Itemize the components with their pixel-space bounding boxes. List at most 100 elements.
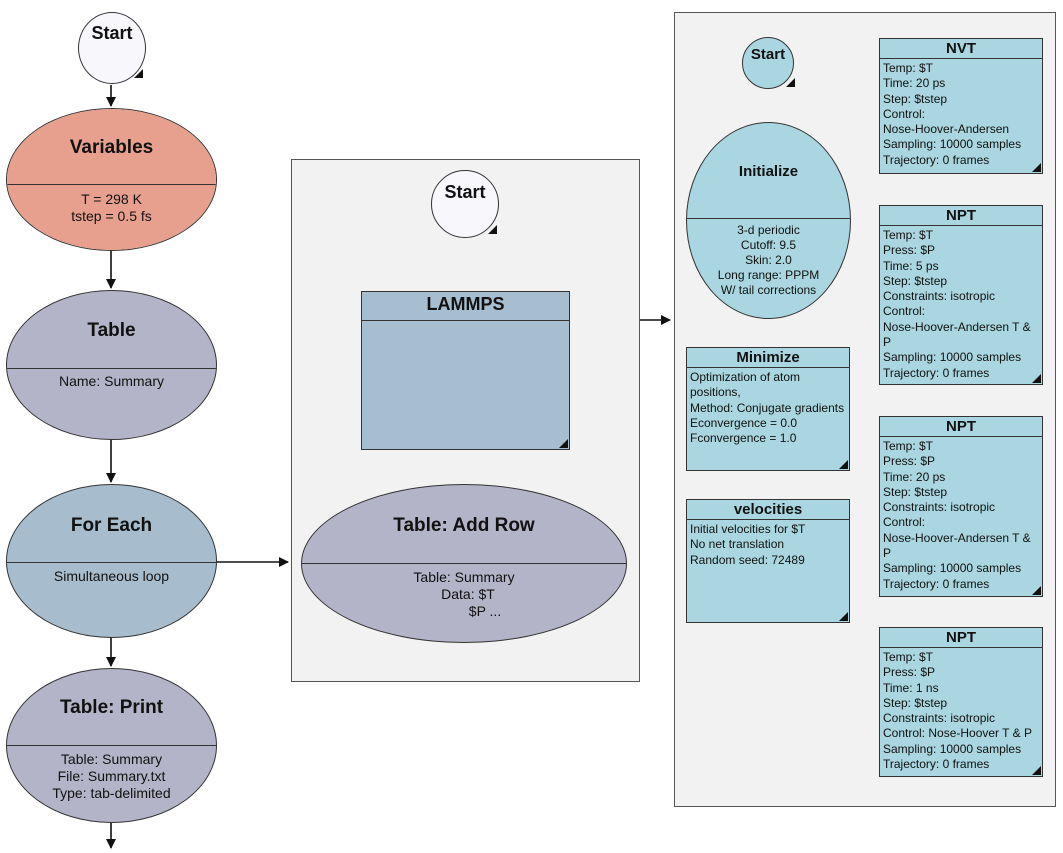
npt-line: Trajectory: 0 frames	[883, 576, 990, 591]
nvt-line: Sampling: 10000 samples	[883, 137, 1022, 152]
npt-line: Sampling: 10000 samples	[883, 741, 1022, 756]
lammps-title: LAMMPS	[362, 292, 569, 321]
minimize-line: Method: Conjugate gradients	[690, 400, 845, 415]
table-print-line: File: Summary.txt	[57, 768, 166, 784]
table-print-line: Type: tab-delimited	[52, 785, 171, 801]
variables-line: T = 298 K	[81, 191, 142, 207]
npt-line: Temp: $T	[883, 228, 934, 242]
npt-line: Step: $tstep	[883, 484, 948, 499]
velocities-line: No net translation	[690, 537, 785, 552]
npt-line: Control:	[883, 515, 926, 530]
variables-node[interactable]: Variables T = 298 K tstep = 0.5 fs	[6, 108, 217, 251]
table-line: Name: Summary	[58, 373, 165, 389]
add-row-body: Table: Summary Data: $T $P ...	[302, 569, 626, 620]
table-body: Name: Summary	[7, 373, 216, 390]
variables-line: tstep = 0.5 fs	[71, 208, 152, 224]
npt-line: Step: $tstep	[883, 695, 948, 710]
variables-divider	[7, 184, 216, 185]
initialize-line: W/ tail corrections	[720, 283, 817, 297]
npt-title: NPT	[880, 206, 1042, 226]
npt-line: Sampling: 10000 samples	[883, 561, 1022, 576]
npt-line: Nose-Hoover-Andersen T & P	[883, 530, 1031, 561]
npt-line: Time: 20 ps	[883, 469, 946, 484]
initialize-node[interactable]: Initialize 3-d periodic Cutoff: 9.5 Skin…	[686, 122, 851, 319]
minimize-line: Econvergence = 0.0	[690, 415, 798, 430]
initialize-line: 3-d periodic	[737, 223, 800, 237]
npt-line: Trajectory: 0 frames	[883, 365, 990, 380]
variables-body: T = 298 K tstep = 0.5 fs	[7, 191, 216, 225]
for-each-body: Simultaneous loop	[7, 568, 216, 585]
variables-fill	[7, 109, 216, 250]
add-row-title: Table: Add Row	[393, 515, 535, 536]
table-node[interactable]: Table Name: Summary	[6, 290, 217, 440]
npt-line: Constraints: isotropic	[883, 289, 996, 304]
npt-line: Sampling: 10000 samples	[883, 350, 1022, 365]
velocities-title: velocities	[687, 500, 849, 520]
initialize-line: Cutoff: 9.5	[740, 238, 797, 252]
loop-start-node[interactable]: Start	[431, 170, 499, 238]
nvt-line: Nose-Hoover-Andersen	[883, 122, 1010, 137]
npt-line: Press: $P	[883, 454, 936, 469]
npt-line: Step: $tstep	[883, 273, 948, 288]
npt-line: Time: 1 ns	[883, 680, 939, 695]
npt-line: Control:	[883, 304, 926, 319]
corner-triangle-icon	[1032, 163, 1041, 172]
corner-triangle-icon	[1032, 586, 1041, 595]
for-each-line: Simultaneous loop	[53, 568, 170, 584]
nvt-line: Control:	[883, 106, 926, 121]
minimize-line: Fconvergence = 1.0	[690, 431, 797, 446]
corner-triangle-icon	[786, 78, 795, 87]
npt-line: Temp: $T	[883, 650, 934, 664]
npt-line: Press: $P	[883, 665, 936, 680]
minimize-node[interactable]: Minimize Optimization of atom positions,…	[686, 347, 850, 471]
start-node[interactable]: Start	[78, 12, 146, 84]
nvt-line: Step: $tstep	[883, 91, 948, 106]
velocities-node[interactable]: velocities Initial velocities for $T No …	[686, 499, 850, 623]
for-each-title: For Each	[70, 515, 153, 536]
initialize-line: Long range: PPPM	[717, 268, 820, 282]
lammps-node[interactable]: LAMMPS	[361, 291, 570, 450]
corner-triangle-icon	[559, 439, 568, 448]
npt-line: Press: $P	[883, 243, 936, 258]
nvt-title: NVT	[880, 39, 1042, 59]
npt-line: Control: Nose-Hoover T & P	[883, 726, 1032, 741]
velocities-body: Initial velocities for $T No net transla…	[687, 520, 849, 570]
corner-triangle-icon	[839, 612, 848, 621]
corner-triangle-icon	[1032, 374, 1041, 383]
add-row-line: Data: $T	[441, 586, 495, 602]
lammps-start-label: Start	[750, 46, 786, 63]
add-row-divider	[302, 563, 626, 564]
minimize-title: Minimize	[687, 348, 849, 368]
npt-title: NPT	[880, 417, 1042, 437]
npt-line: Constraints: isotropic	[883, 500, 996, 515]
nvt-line: Time: 20 ps	[883, 76, 946, 91]
start-label: Start	[91, 23, 133, 43]
initialize-title: Initialize	[738, 163, 799, 180]
table-print-line: Table: Summary	[60, 751, 163, 767]
lammps-start-node[interactable]: Start	[742, 37, 795, 89]
initialize-body: 3-d periodic Cutoff: 9.5 Skin: 2.0 Long …	[687, 223, 850, 298]
table-print-body: Table: Summary File: Summary.txt Type: t…	[7, 751, 216, 802]
for-each-divider	[7, 562, 216, 563]
npt-node-1[interactable]: NPT Temp: $T Press: $P Time: 5 ps Step: …	[879, 205, 1043, 385]
minimize-body: Optimization of atom positions, Method: …	[687, 368, 849, 448]
nvt-node[interactable]: NVT Temp: $T Time: 20 ps Step: $tstep Co…	[879, 38, 1043, 174]
npt-line: Time: 5 ps	[883, 258, 939, 273]
table-divider	[7, 368, 216, 369]
table-title: Table	[87, 320, 136, 341]
nvt-line: Temp: $T	[883, 61, 934, 75]
npt-title: NPT	[880, 628, 1042, 648]
add-row-line: Table: Summary	[413, 569, 515, 585]
add-row-node[interactable]: Table: Add Row Table: Summary Data: $T $…	[301, 484, 627, 643]
add-row-line: $P ...	[468, 603, 502, 619]
for-each-node[interactable]: For Each Simultaneous loop	[6, 484, 217, 638]
velocities-line: Initial velocities for $T	[690, 522, 806, 536]
table-print-divider	[7, 745, 216, 746]
npt-node-3[interactable]: NPT Temp: $T Press: $P Time: 1 ns Step: …	[879, 627, 1043, 777]
npt-body: Temp: $T Press: $P Time: 20 ps Step: $ts…	[880, 437, 1042, 594]
npt-node-2[interactable]: NPT Temp: $T Press: $P Time: 20 ps Step:…	[879, 416, 1043, 597]
corner-triangle-icon	[1032, 766, 1041, 775]
initialize-line: Skin: 2.0	[745, 253, 792, 267]
nvt-body: Temp: $T Time: 20 ps Step: $tstep Contro…	[880, 59, 1042, 170]
table-print-node[interactable]: Table: Print Table: Summary File: Summar…	[6, 668, 217, 823]
